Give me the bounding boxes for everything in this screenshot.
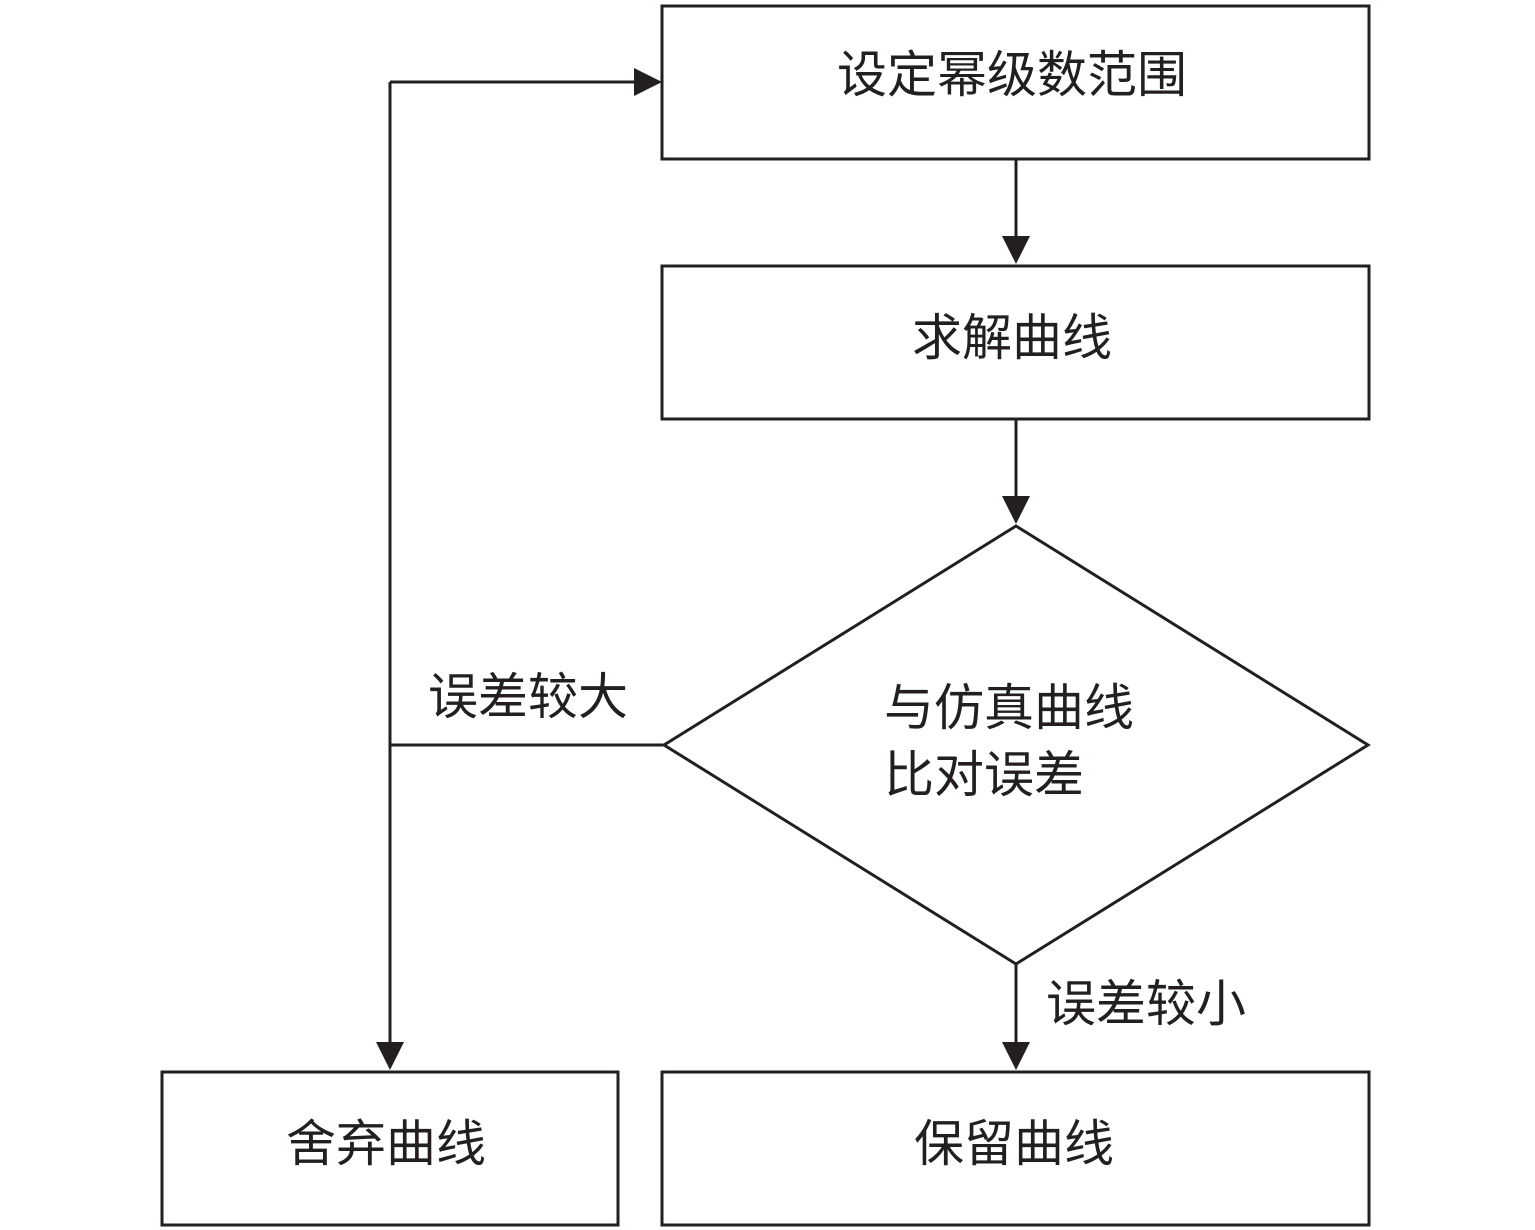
node-solve-curve-box: [660, 264, 1371, 421]
node-keep-curve-box: [660, 1070, 1371, 1227]
node-discard-curve-label: 舍弃曲线: [286, 1115, 486, 1173]
node-set-range-box: [660, 4, 1371, 161]
node-solve-curve: 求解曲线: [660, 264, 1371, 421]
edge-large-error-label: 误差较大: [428, 668, 628, 726]
decision-compare-error-label-line1: 与仿真曲线: [884, 679, 1134, 737]
node-discard-curve-box: [160, 1070, 620, 1227]
decision-compare-error-label-line2: 比对误差: [884, 746, 1084, 804]
edge-large-error-top-head: [634, 68, 662, 96]
node-set-range-label: 设定幂级数范围: [837, 46, 1187, 104]
node-keep-curve-label: 保留曲线: [914, 1115, 1114, 1173]
node-discard-curve: 舍弃曲线: [160, 1070, 620, 1227]
edge-small-error: 误差较小: [1002, 964, 1246, 1070]
arrow-range-to-solve: [1002, 159, 1030, 264]
decision-compare-error-diamond: [661, 524, 1371, 966]
edge-large-error: 误差较大: [376, 68, 664, 1070]
edge-small-error-label: 误差较小: [1046, 975, 1246, 1033]
decision-compare-error: 与仿真曲线 比对误差: [661, 524, 1371, 966]
node-keep-curve: 保留曲线: [660, 1070, 1371, 1227]
arrow-solve-to-compare-head: [1002, 496, 1030, 524]
arrow-range-to-solve-head: [1002, 236, 1030, 264]
edge-small-error-head: [1002, 1042, 1030, 1070]
arrow-solve-to-compare: [1002, 419, 1030, 524]
node-set-range: 设定幂级数范围: [660, 4, 1371, 161]
node-solve-curve-label: 求解曲线: [912, 309, 1112, 367]
edge-large-error-down-head: [376, 1042, 404, 1070]
